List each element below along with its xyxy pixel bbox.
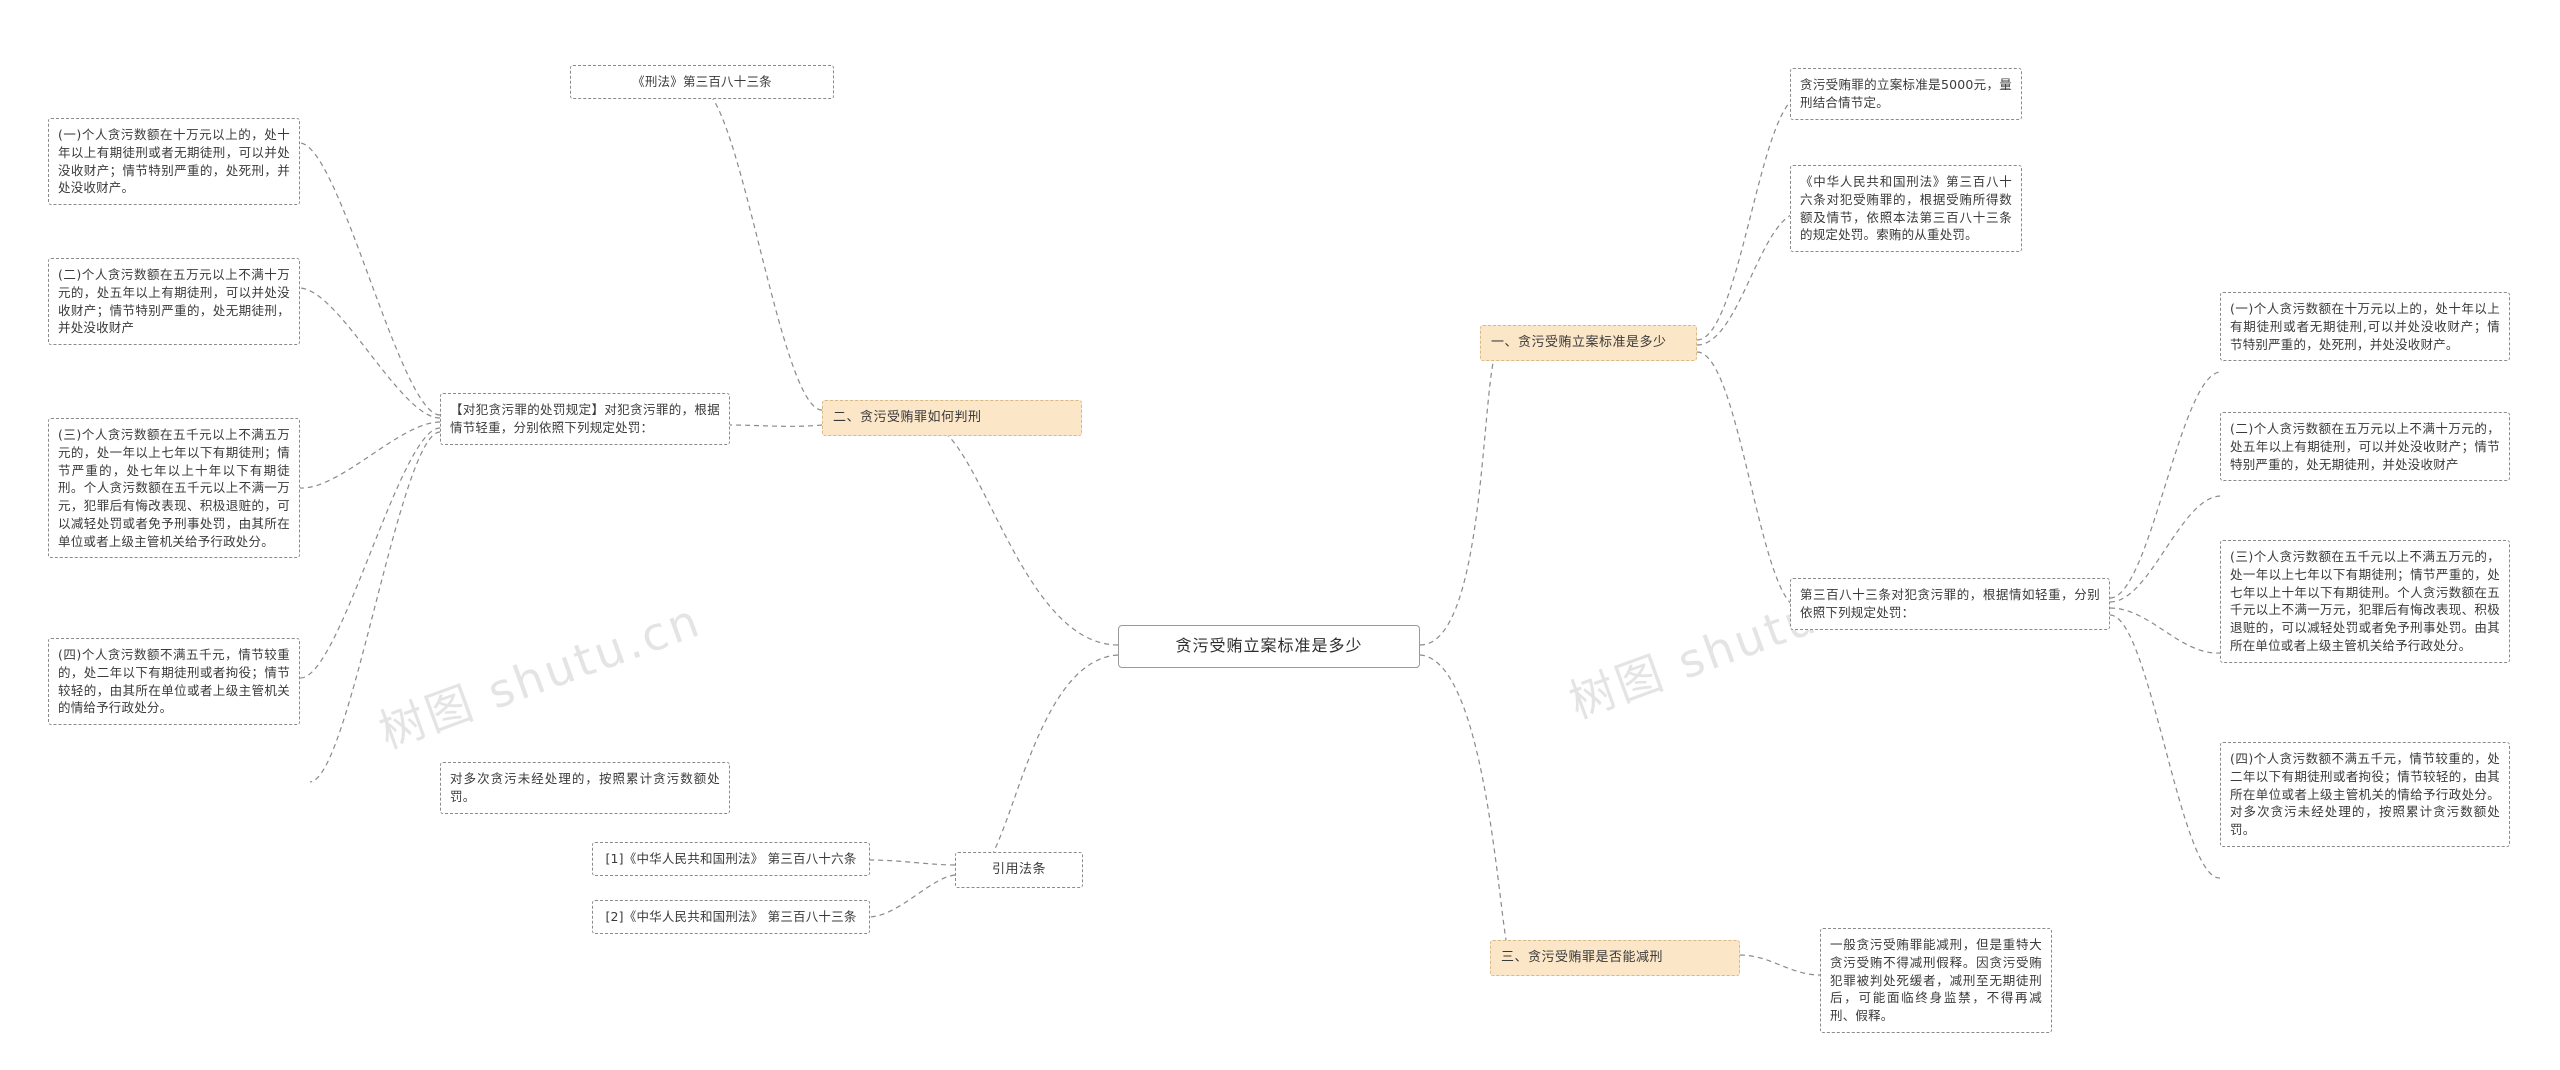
node-right-clause-1[interactable]: (一)个人贪污数额在十万元以上的，处十年以上有期徒刑或者无期徒刑,可以并处没收财… [2220,292,2510,362]
node-punishment-rules[interactable]: 【对犯贪污罪的处罚规定】对犯贪污罪的，根据情节轻重，分别依照下列规定处罚： [440,393,730,445]
center-topic[interactable]: 贪污受贿立案标准是多少 [1118,625,1420,668]
node-right-clause-3[interactable]: (三)个人贪污数额在五千元以上不满五万元的，处一年以上七年以下有期徒刑；情节严重… [2220,540,2510,663]
node-right-clause-2[interactable]: (二)个人贪污数额在五万元以上不满十万元的，处五年以上有期徒刑，可以并处没收财产… [2220,412,2510,482]
node-left-clause-1[interactable]: (一)个人贪污数额在十万元以上的，处十年以上有期徒刑或者无期徒刑，可以并处没收财… [48,118,300,205]
branch-right-commutation[interactable]: 三、贪污受贿罪是否能减刑 [1490,940,1740,977]
node-citation-1[interactable]: [1]《中华人民共和国刑法》 第三百八十六条 [592,842,870,876]
node-commutation-detail[interactable]: 一般贪污受贿罪能减刑，但是重特大贪污受贿不得减刑假释。因贪污受贿犯罪被判处死缓者… [1820,928,2052,1033]
node-criminal-law-383[interactable]: 《刑法》第三百八十三条 [570,65,834,99]
node-left-clause-4[interactable]: (四)个人贪污数额不满五千元，情节较重的，处二年以下有期徒刑或者拘役；情节较轻的… [48,638,300,725]
node-left-cumulative-amount[interactable]: 对多次贪污未经处理的，按照累计贪污数额处罚。 [440,762,730,814]
node-citation-2[interactable]: [2]《中华人民共和国刑法》 第三百八十三条 [592,900,870,934]
branch-left-cited-laws[interactable]: 引用法条 [955,852,1083,889]
node-left-clause-3[interactable]: (三)个人贪污数额在五千元以上不满五万元的，处一年以上七年以下有期徒刑；情节严重… [48,418,300,559]
node-criminal-law-386[interactable]: 《中华人民共和国刑法》第三百八十六条对犯受贿罪的，根据受贿所得数额及情节，依照本… [1790,165,2022,252]
node-right-clause-4[interactable]: (四)个人贪污数额不满五千元，情节较重的，处二年以下有期徒刑或者拘役；情节较轻的… [2220,742,2510,847]
watermark-left: 树图 shutu.cn [371,592,709,760]
node-filing-threshold[interactable]: 贪污受贿罪的立案标准是5000元，量刑结合情节定。 [1790,68,2022,120]
node-right-law-383[interactable]: 第三百八十三条对犯贪污罪的，根据情如轻重，分别依照下列规定处罚： [1790,578,2110,630]
branch-right-filing-standard[interactable]: 一、贪污受贿立案标准是多少 [1480,325,1697,362]
node-left-clause-2[interactable]: (二)个人贪污数额在五万元以上不满十万元的，处五年以上有期徒刑，可以并处没收财产… [48,258,300,345]
branch-left-sentencing[interactable]: 二、贪污受贿罪如何判刑 [822,400,1082,437]
